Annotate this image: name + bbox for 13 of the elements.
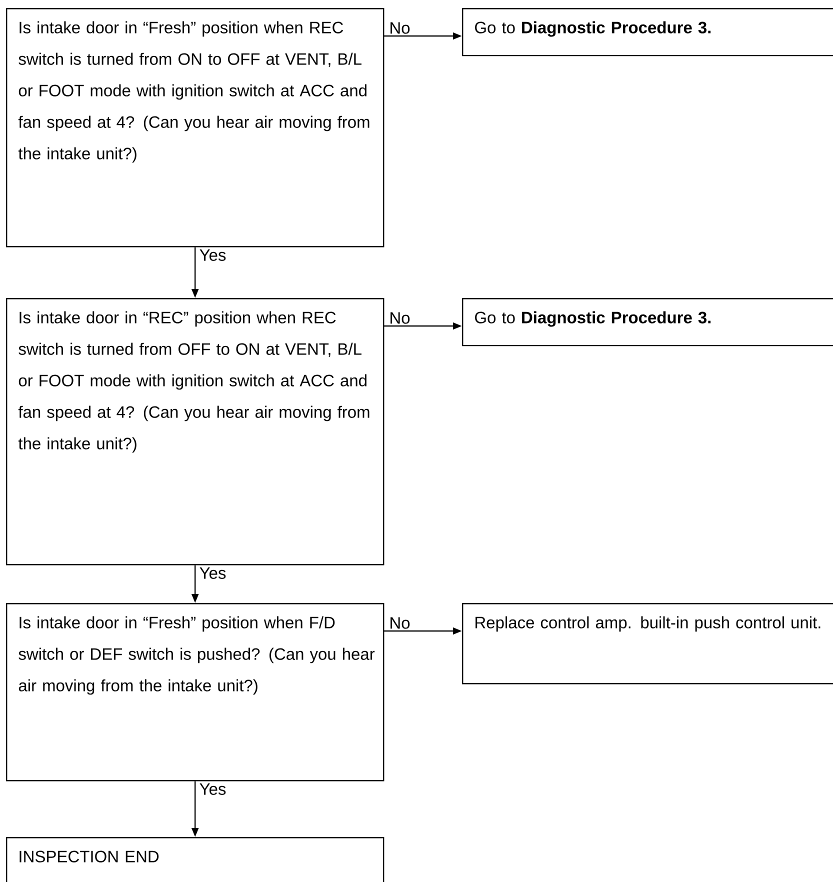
process-box: Go to Diagnostic Procedure 3.: [462, 8, 833, 56]
process-box: Is intake door in “Fresh” position when REC switch is turned from ON to OFF at VENT, B/L or FOOT mode with ignition switch at ACC and fan speed at 4? (Can you hear air moving from the intake unit?): [6, 8, 384, 248]
process-box: INSPECTION END: [6, 837, 384, 882]
process-box: Replace control amp. built-in push control unit.: [462, 603, 833, 684]
edge-label: Yes: [198, 248, 228, 262]
edge-label: Yes: [198, 782, 228, 796]
process-box: Is intake door in “Fresh” position when F/D switch or DEF switch is pushed? (Can you hear air moving from the intake unit?): [6, 603, 384, 782]
process-box: Go to Diagnostic Procedure 3.: [462, 298, 833, 346]
edge-label: No: [388, 21, 412, 35]
edge-label: No: [388, 311, 412, 325]
edge-label: No: [388, 616, 412, 630]
edge-label: Yes: [198, 566, 228, 580]
process-box: Is intake door in “REC” position when REC switch is turned from OFF to ON at VENT, B/L or FOOT mode with ignition switch at ACC and fan speed at 4? (Can you hear air moving from the intake unit?): [6, 298, 384, 566]
